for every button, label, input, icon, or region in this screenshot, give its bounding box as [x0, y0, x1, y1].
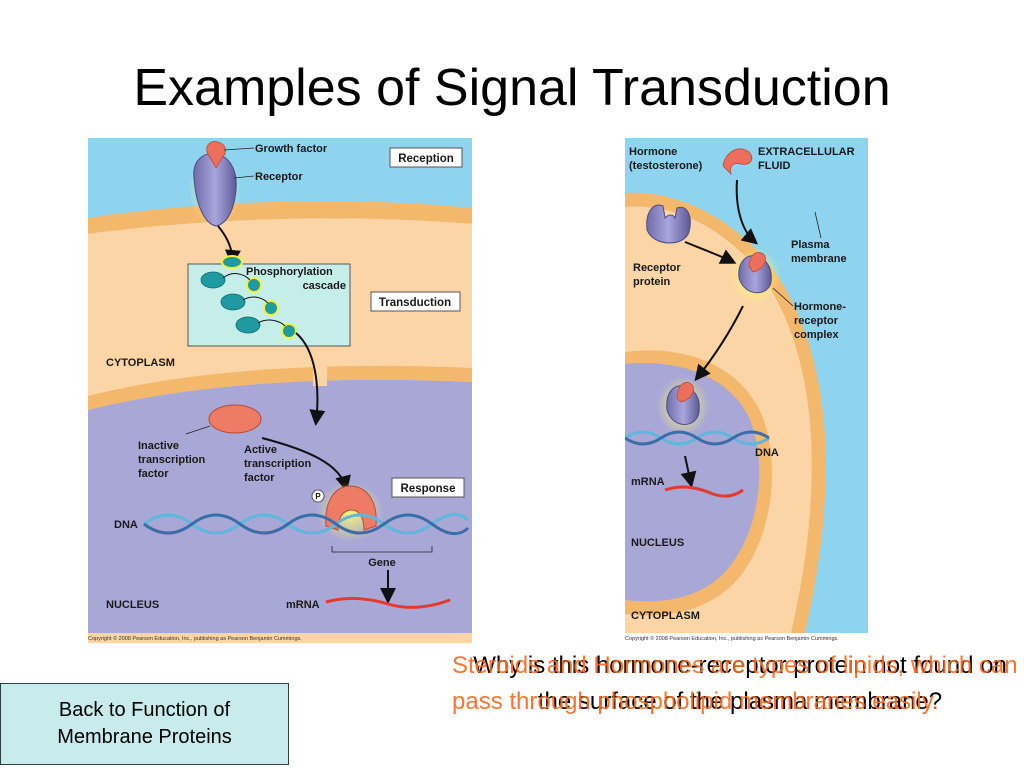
label-cytoplasm-right: CYTOPLASM — [631, 610, 700, 622]
mrna-strand-left — [325, 596, 451, 609]
label-mrna-right: mRNA — [631, 476, 665, 488]
label-inactive-1: Inactive — [138, 440, 179, 452]
label-receptor-2: protein — [633, 276, 671, 288]
label-dna-left: DNA — [114, 519, 138, 531]
answer-text: Steroids and Hormones are types of lipid… — [452, 652, 1018, 715]
label-extracellular-2: FLUID — [758, 160, 790, 172]
active-transcription-factor — [325, 485, 377, 531]
phosphate-marker: P — [315, 492, 321, 501]
back-button-line-1: Back to Function of — [58, 699, 231, 721]
reception-stage-label: Reception — [398, 153, 454, 165]
nuclear-envelope — [88, 365, 472, 410]
label-mrna-left: mRNA — [286, 599, 320, 611]
label-dna-right: DNA — [755, 447, 779, 459]
label-cytoplasm: CYTOPLASM — [106, 357, 175, 369]
label-complex-1: Hormone- — [794, 301, 846, 313]
back-to-membrane-proteins-button[interactable]: Back to Function of Membrane Proteins — [0, 683, 289, 765]
label-complex-2: receptor — [794, 315, 839, 327]
label-plasma-2: membrane — [791, 253, 847, 265]
label-receptor: Receptor — [255, 171, 303, 183]
label-active-1: Active — [244, 444, 277, 456]
receptor-protein-right — [646, 204, 691, 244]
label-active-2: transcription — [244, 458, 312, 470]
kinase-cascade — [200, 271, 297, 339]
label-receptor-1: Receptor — [633, 262, 681, 274]
inactive-transcription-factor — [208, 404, 262, 434]
copyright-left: Copyright © 2008 Pearson Education, Inc.… — [88, 635, 302, 642]
label-plasma-1: Plasma — [791, 239, 830, 251]
label-nucleus-right: NUCLEUS — [631, 537, 684, 549]
receptor-protein — [193, 153, 237, 227]
steroid-hormone-pathway-figure: Hormone (testosterone) EXTRACELLULAR FLU… — [625, 138, 868, 642]
label-inactive-2: transcription — [138, 454, 206, 466]
back-button-line-2: Membrane Proteins — [57, 726, 232, 748]
label-hormone-2: (testosterone) — [629, 160, 703, 172]
mrna-strand-right — [664, 485, 744, 498]
question-text: Why is this hormone-receptor protein not… — [473, 652, 1007, 715]
transduction-stage-label: Transduction — [379, 297, 451, 309]
label-complex-3: complex — [794, 329, 840, 341]
label-phosphorylation: Phosphorylation — [246, 266, 333, 278]
dna-helix-right — [625, 430, 770, 446]
label-extracellular-1: EXTRACELLULAR — [758, 146, 855, 158]
response-stage-label: Response — [401, 483, 456, 495]
nucleus-region — [88, 379, 472, 633]
label-growth-factor: Growth factor — [255, 143, 328, 155]
copyright-right: Copyright © 2008 Pearson Education, Inc.… — [625, 635, 839, 642]
label-active-3: factor — [244, 472, 275, 484]
label-gene: Gene — [368, 557, 396, 569]
growth-factor-ligand — [206, 141, 226, 169]
label-cascade: cascade — [303, 280, 346, 292]
slide-title: Examples of Signal Transduction — [133, 59, 891, 117]
label-nucleus-left: NUCLEUS — [106, 599, 159, 611]
plasma-membrane-right — [625, 192, 826, 633]
growth-factor-pathway-figure: Growth factor Receptor Reception Phospho… — [88, 138, 472, 643]
hormone-testosterone — [722, 148, 753, 176]
label-inactive-3: factor — [138, 468, 169, 480]
plasma-membrane — [88, 201, 472, 234]
dna-helix-left — [143, 513, 470, 535]
label-hormone-1: Hormone — [629, 146, 677, 158]
